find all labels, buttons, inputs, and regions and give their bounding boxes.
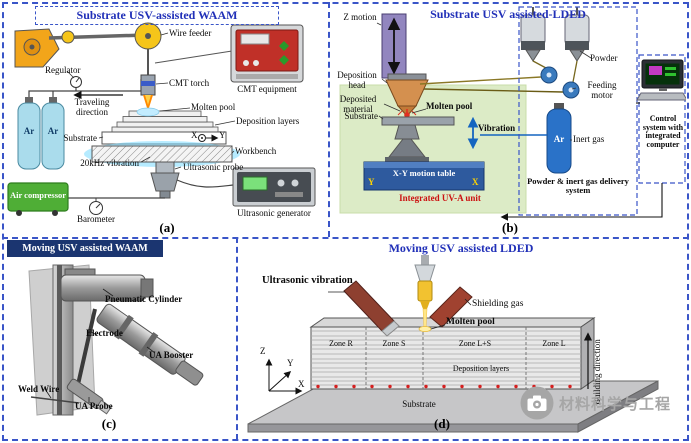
- ua-probe-label: UA Probe: [75, 401, 113, 411]
- deposited-material-label: Deposited material: [339, 94, 377, 114]
- divider-vertical-bottom: [236, 237, 238, 440]
- traveling-direction-label: Traveling direction: [74, 97, 110, 117]
- workbench-label: Workbench: [235, 146, 277, 156]
- vibration-label-b: Vibration: [478, 123, 516, 133]
- zone-s-label: Zone S: [382, 339, 406, 348]
- panel-d-tag: (d): [434, 416, 450, 431]
- ultrasonic-generator-label: Ultrasonic generator: [237, 208, 311, 218]
- zone-ls-label: Zone L+S: [458, 339, 492, 348]
- z-motion-label: Z motion: [343, 12, 377, 22]
- uva-unit-label: Integrated UV-A unit: [399, 193, 481, 203]
- panel-c-schematic: [28, 264, 204, 416]
- ultrasonic-probe-label: Ultrasonic probe: [183, 162, 244, 172]
- axis-x-label-a: X: [191, 130, 198, 140]
- cmt-torch-label: CMT torch: [169, 78, 210, 88]
- gas-cylinder-right-label: Ar: [47, 126, 59, 136]
- weld-wire-label: Weld Wire: [18, 384, 60, 394]
- electrode-label: Electrode: [86, 328, 123, 338]
- axis-x-label-d: X: [298, 379, 305, 389]
- deposition-head-label: Deposition head: [337, 70, 377, 90]
- gas-cylinder-left-label: Ar: [23, 126, 35, 136]
- panel-a-tag: (a): [159, 220, 175, 235]
- divider-vertical-top: [328, 2, 330, 237]
- substrate-label-d: Substrate: [402, 399, 436, 409]
- panel-a: Substrate USV-assisted WAAM Wire feeder …: [5, 5, 328, 237]
- panel-d-schematic: [247, 255, 659, 433]
- panel-b-schematic: [339, 6, 686, 221]
- panel-a-schematic: [7, 22, 316, 216]
- molten-pool-label-a: Molten pool: [191, 102, 236, 112]
- substrate-label-a: Substrate: [63, 133, 98, 143]
- axis-y-label-a: Y: [219, 130, 226, 140]
- inert-gas-label: Inert gas: [573, 134, 605, 144]
- ar-cylinder-label: Ar: [553, 134, 565, 144]
- substrate-label-b: Substrate: [344, 111, 379, 121]
- watermark-text: 材料科学与工程: [559, 395, 672, 413]
- ua-booster-label: UA Booster: [149, 350, 194, 360]
- molten-pool-label-b: Molten pool: [426, 101, 473, 111]
- axis-y-label-d: Y: [287, 358, 294, 368]
- zone-r-label: Zone R: [329, 339, 353, 348]
- divider-horizontal: [2, 237, 689, 239]
- molten-pool-label-d: Molten pool: [446, 317, 495, 327]
- feeding-motor-label: Feeding motor: [587, 80, 617, 100]
- panel-c-tag: (c): [101, 416, 117, 431]
- panel-b: Substrate USV assisted-LDED Z motion Dep…: [330, 5, 686, 237]
- panel-b-title: Substrate USV assisted-LDED: [430, 7, 586, 21]
- table-axis-x-label: X: [472, 177, 479, 187]
- deposition-layers-label-a: Deposition layers: [236, 116, 300, 126]
- zone-l-label: Zone L: [542, 339, 566, 348]
- panel-c-title: Moving USV assisted WAAM: [7, 240, 163, 257]
- air-compressor-label: Air compressor: [9, 190, 67, 200]
- barometer-label: Barometer: [77, 214, 115, 224]
- axis-z-label-d: Z: [260, 346, 266, 356]
- pneumatic-cylinder-label: Pneumatic Cylinder: [105, 294, 183, 304]
- watermark-logo: [520, 386, 554, 420]
- table-axis-y-label: Y: [368, 177, 375, 187]
- panel-a-title: Substrate USV-assisted WAAM: [35, 6, 279, 25]
- control-system-label: Control system with integrated computer: [642, 114, 684, 149]
- powder-label: Powder: [590, 53, 618, 63]
- deposition-layers-label-d: Deposition layers: [452, 364, 510, 373]
- panel-c: Moving USV assisted WAAM Pneumatic Cylin…: [5, 239, 236, 438]
- shielding-gas-label: Shielding gas: [472, 299, 524, 309]
- panel-d-title: Moving USV assisted LDED: [388, 241, 534, 255]
- cmt-equipment-label: CMT equipment: [237, 84, 297, 94]
- panel-b-tag: (b): [502, 220, 518, 235]
- panel-d: Moving USV assisted LDED Ultrasonic vibr…: [238, 239, 686, 438]
- vibration-20khz-label: 20kHz vibration: [80, 158, 139, 168]
- camera-icon: [520, 386, 554, 420]
- ultrasonic-vibration-label: Ultrasonic vibration: [262, 275, 353, 286]
- motion-table-label: X-Y motion table: [392, 168, 456, 178]
- delivery-system-label: Powder & inert gas delivery system: [527, 176, 629, 196]
- regulator-label: Regulator: [45, 65, 81, 75]
- wire-feeder-label: Wire feeder: [169, 28, 212, 38]
